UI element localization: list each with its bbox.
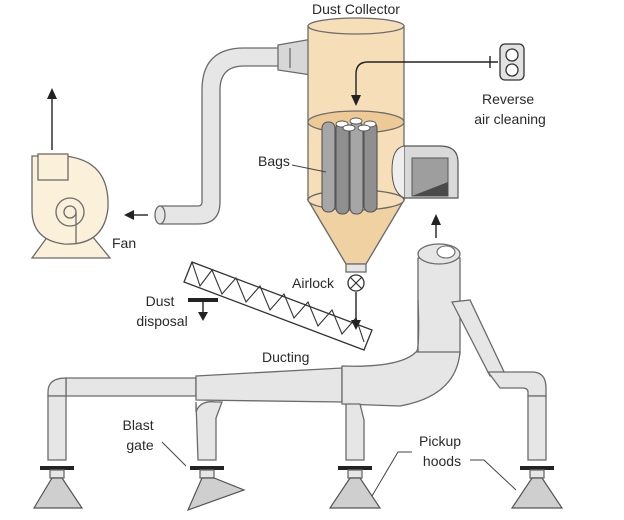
reverse-air-unit	[499, 43, 525, 81]
fan-inlet-arrow	[124, 210, 148, 220]
main-ducting	[47, 243, 547, 407]
screw-conveyor	[183, 261, 373, 351]
fan	[30, 153, 112, 259]
pickup-hoods-leader-left	[371, 451, 412, 497]
ducting-label: Ducting	[262, 349, 309, 365]
blast-gate-label: Blast gate	[122, 417, 157, 453]
pickup-hoods-label: Pickup hoods	[419, 433, 465, 469]
collector-inlet	[391, 145, 459, 199]
diagram-title: Dust Collector	[312, 1, 400, 17]
hood-drop-3	[328, 403, 382, 509]
hood-drop-1	[32, 395, 84, 509]
hood-drop-4	[510, 395, 564, 509]
airlock-valve	[345, 263, 367, 292]
bags-leader	[291, 164, 327, 173]
fan-label: Fan	[112, 235, 136, 251]
dust-drop-arrow	[351, 292, 361, 330]
blast-gate-leader	[161, 441, 187, 467]
airlock-label: Airlock	[292, 275, 335, 291]
dust-disposal-outlet	[188, 298, 218, 321]
reverse-air-arrow	[351, 56, 498, 106]
pickup-hoods-leader-right	[470, 459, 517, 491]
reverse-air-label: Reverse air cleaning	[474, 91, 546, 127]
dust-collector	[306, 17, 406, 292]
filter-bags	[321, 117, 378, 215]
bags-label: Bags	[258, 153, 290, 169]
dust-disposal-label: Dust disposal	[136, 293, 187, 329]
riser-arrow	[431, 214, 441, 238]
hood-drop-2	[186, 401, 246, 512]
fan-exhaust-duct	[154, 37, 319, 225]
fan-exhaust-arrow	[47, 88, 57, 150]
